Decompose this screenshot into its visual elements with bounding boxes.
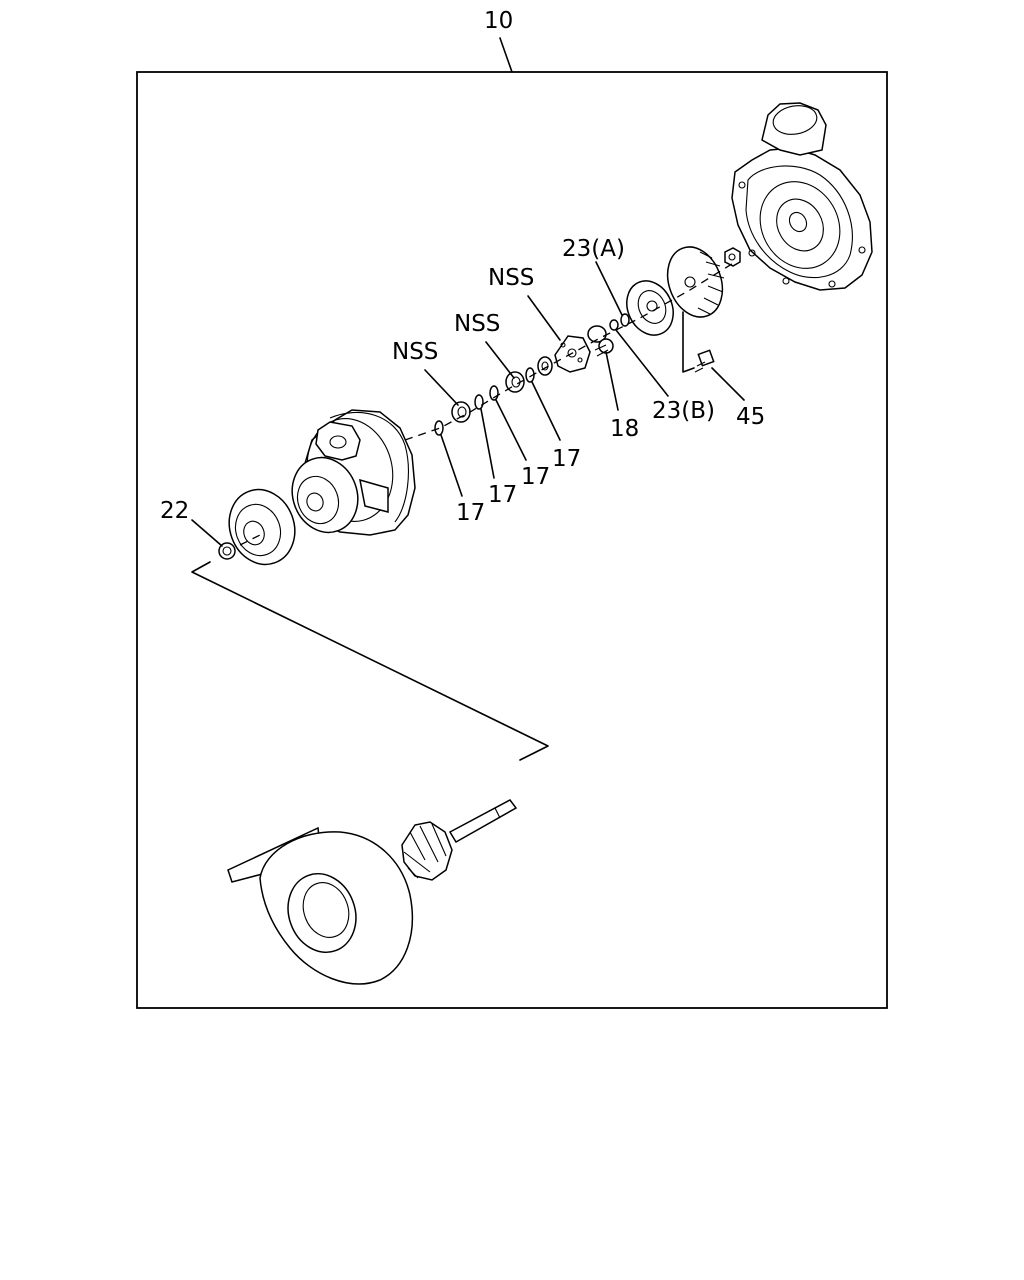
seal-plate: [626, 280, 674, 336]
leader-assembly-10: [499, 37, 513, 73]
thrust-bearing-plate: [554, 335, 591, 373]
compressor-wheel: [666, 246, 725, 318]
thrust-collar: [537, 356, 553, 376]
leader-nss-2: [485, 341, 515, 379]
leader-23b: [615, 329, 669, 397]
turbine-connection-line: [191, 561, 549, 761]
compressor-housing: [731, 102, 873, 291]
center-axis-left: [239, 534, 261, 546]
label-17-a: 17: [456, 500, 485, 526]
label-23b: 23(B): [652, 398, 715, 424]
label-nss-2: NSS: [454, 311, 500, 337]
bolt-45: [694, 349, 715, 373]
snap-ring-17-a: [434, 420, 444, 436]
leader-17-d: [531, 381, 561, 441]
o-ring-23a: [620, 313, 630, 327]
leader-17-c: [495, 399, 527, 461]
leader-nss-3: [527, 295, 561, 341]
label-assembly-10: 10: [484, 8, 513, 34]
heat-shield: [228, 488, 296, 566]
leader-22: [191, 519, 223, 547]
label-nss-3: NSS: [488, 265, 534, 291]
label-nss-1: NSS: [392, 339, 438, 365]
o-ring-23b: [609, 319, 619, 331]
label-18: 18: [610, 416, 639, 442]
leader-23a: [595, 261, 623, 316]
bracket-45: [682, 311, 695, 373]
label-17-b: 17: [488, 482, 517, 508]
label-23a: 23(A): [562, 236, 625, 262]
label-17-c: 17: [521, 464, 550, 490]
label-22: 22: [160, 498, 189, 524]
label-17-d: 17: [552, 446, 581, 472]
shaft-nut: [724, 247, 741, 267]
bearing-housing: [291, 409, 416, 536]
thrust-sleeve-18: [587, 325, 614, 357]
turbine-wheel-shaft: [401, 799, 518, 881]
leader-17-a: [440, 434, 463, 497]
seal-ring-22: [218, 542, 236, 560]
leader-18: [605, 351, 619, 411]
leader-17-b: [480, 408, 495, 479]
turbine-housing: [227, 826, 414, 985]
leader-45: [711, 367, 745, 401]
leader-nss-1: [424, 369, 459, 406]
journal-bearing-1: [451, 401, 471, 423]
center-axis: [404, 261, 736, 441]
label-45: 45: [736, 404, 765, 430]
snap-ring-17-b: [474, 394, 484, 410]
